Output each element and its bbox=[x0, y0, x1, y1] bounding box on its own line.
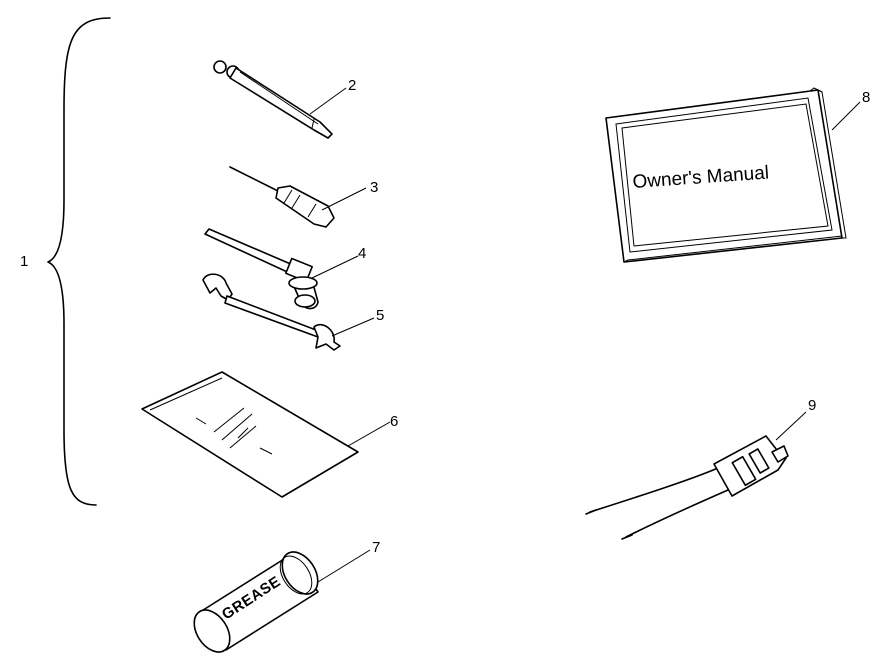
socket-wrench-item-4 bbox=[204, 228, 319, 310]
grease-tube-item-7: GREASE bbox=[193, 551, 319, 653]
leader-5 bbox=[331, 317, 375, 337]
callout-7: 7 bbox=[372, 539, 380, 556]
tool-bag-item-6 bbox=[141, 371, 359, 498]
leader-7 bbox=[317, 549, 371, 583]
callout-8: 8 bbox=[862, 89, 870, 106]
tool-item-2 bbox=[213, 60, 333, 139]
open-wrench-item-5 bbox=[202, 273, 341, 351]
callout-6: 6 bbox=[390, 413, 398, 430]
leader-9 bbox=[775, 411, 807, 441]
callout-1: 1 bbox=[20, 253, 28, 270]
callout-3: 3 bbox=[370, 179, 378, 196]
callout-5: 5 bbox=[376, 307, 384, 324]
leader-3 bbox=[321, 187, 367, 211]
wire-connector-item-9 bbox=[585, 435, 789, 540]
leader-6 bbox=[347, 421, 391, 447]
group-brace bbox=[47, 17, 111, 506]
callout-9: 9 bbox=[808, 397, 816, 414]
leader-2 bbox=[309, 87, 347, 115]
leader-4 bbox=[311, 255, 359, 279]
callout-4: 4 bbox=[358, 245, 366, 262]
leader-8 bbox=[831, 101, 861, 131]
callout-2: 2 bbox=[348, 77, 356, 94]
owners-manual-item-8: Owner's Manual bbox=[605, 87, 847, 263]
screwdriver-item-3 bbox=[229, 166, 335, 228]
